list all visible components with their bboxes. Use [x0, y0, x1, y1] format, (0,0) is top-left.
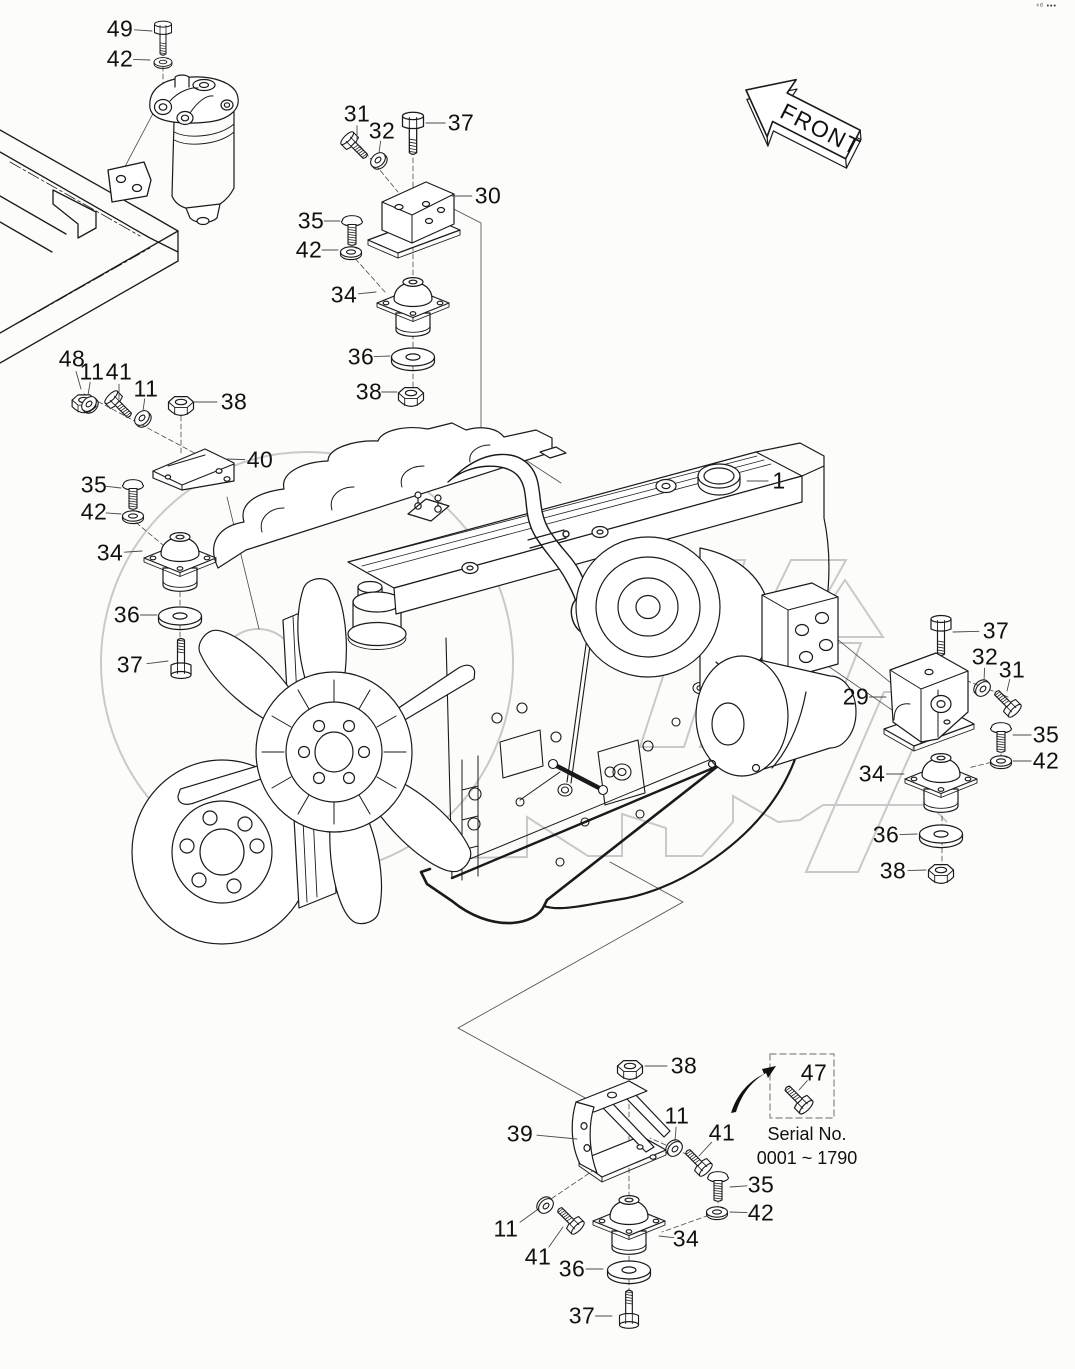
part-callout-35: 35	[297, 207, 325, 234]
nut-38-right	[927, 863, 955, 885]
part-callout-38: 38	[670, 1052, 698, 1079]
serial-note-line2: 0001 ~ 1790	[756, 1148, 858, 1169]
washer-36-right	[918, 824, 964, 849]
part-callout-36: 36	[872, 821, 900, 848]
bolt-41-bottom-right	[680, 1144, 715, 1179]
bolt-31-top	[338, 129, 373, 164]
serial-note-line1: Serial No.	[767, 1124, 847, 1144]
part-callout-42: 42	[747, 1199, 775, 1226]
part-callout-47: 47	[800, 1059, 828, 1086]
part-callout-37: 37	[116, 651, 144, 678]
front-arrow: FRONT	[745, 78, 865, 169]
mount-bracket-29	[883, 652, 975, 752]
bolt-35-bottom	[706, 1171, 730, 1202]
washer-42-filter	[153, 57, 173, 69]
bolt-41-bottom-left	[552, 1202, 587, 1237]
valve-cover	[347, 442, 830, 633]
callout-leader-lines	[75, 29, 1032, 1317]
bolt-37-left	[170, 637, 192, 680]
part-callout-32: 32	[971, 643, 999, 670]
part-callout-42: 42	[295, 236, 323, 263]
part-callout-49: 49	[106, 15, 134, 42]
washer-42-left	[121, 510, 145, 525]
bolt-37-top	[401, 111, 425, 155]
part-callout-41: 41	[524, 1243, 552, 1270]
nut-38-bottom	[616, 1059, 644, 1081]
part-callout-34: 34	[672, 1225, 700, 1252]
part-callout-40: 40	[246, 446, 274, 473]
part-callout-34: 34	[858, 760, 886, 787]
part-callout-11: 11	[79, 358, 105, 385]
washer-32-right	[970, 676, 994, 700]
part-callout-35: 35	[80, 471, 108, 498]
part-callout-38: 38	[220, 388, 248, 415]
bolt-41-left	[102, 388, 137, 423]
part-callout-41: 41	[105, 358, 133, 385]
part-callout-34: 34	[96, 539, 124, 566]
part-callout-36: 36	[558, 1255, 586, 1282]
page-corner-marks: ⁴ᵈ •••	[1036, 3, 1057, 10]
oil-pan	[419, 742, 802, 925]
serial-note: Serial No. 0001 ~ 1790	[752, 1122, 862, 1171]
part-callout-11: 11	[133, 375, 159, 402]
nut-38-top	[397, 387, 425, 407]
engine-mount-34-bottom	[592, 1194, 666, 1255]
bolt-47	[779, 1080, 816, 1117]
part-callout-35: 35	[747, 1171, 775, 1198]
part-callout-48: 48	[58, 345, 86, 372]
mount-bracket-30	[367, 181, 461, 259]
fuel-filter	[149, 74, 239, 226]
mount-bracket-40	[152, 448, 235, 491]
bolt-35-left	[121, 479, 145, 510]
chassis-frame	[0, 129, 179, 364]
part-callout-30: 30	[474, 182, 502, 209]
part-callout-11: 11	[664, 1102, 690, 1129]
bolt-31-right	[989, 685, 1024, 720]
washer-42-right	[989, 755, 1013, 770]
part-callout-42: 42	[106, 45, 134, 72]
cooling-fan	[177, 578, 476, 925]
washer-11-bottom-right	[662, 1136, 686, 1160]
bolt-49	[153, 20, 173, 56]
part-callout-29: 29	[842, 683, 870, 710]
part-callout-32: 32	[368, 117, 396, 144]
bolt-35-right	[989, 722, 1013, 753]
part-callout-36: 36	[113, 601, 141, 628]
part-callout-38: 38	[879, 857, 907, 884]
part-callout-42: 42	[1032, 747, 1060, 774]
part-callout-11: 11	[493, 1215, 519, 1242]
part-callout-37: 37	[447, 109, 475, 136]
serial-47-box	[769, 1053, 835, 1119]
part-callout-31: 31	[998, 656, 1026, 683]
flywheel-housing	[695, 582, 857, 777]
part-callout-35: 35	[1032, 721, 1060, 748]
engine-mount-34-left	[143, 531, 217, 592]
bolt-35-top	[340, 215, 364, 246]
part-callout-42: 42	[80, 498, 108, 525]
part-callout-34: 34	[330, 281, 358, 308]
washer-42-top	[339, 246, 363, 261]
part-callout-37: 37	[568, 1302, 596, 1329]
part-callout-37: 37	[982, 617, 1010, 644]
part-callout-41: 41	[708, 1119, 736, 1146]
engine-mount-34-top	[376, 277, 450, 337]
engine-assembly	[131, 422, 857, 945]
part-callout-31: 31	[343, 100, 371, 127]
engine-mount-34-right	[904, 752, 978, 813]
bolt-37-right	[930, 614, 952, 657]
part-callout-38: 38	[355, 378, 383, 405]
mount-bracket-39	[571, 1080, 671, 1183]
washer-42-bottom	[705, 1206, 729, 1221]
part-callout-1: 1	[772, 467, 786, 494]
intake-manifold	[213, 422, 567, 569]
part-callout-36: 36	[347, 343, 375, 370]
part-callout-39: 39	[506, 1120, 534, 1147]
nut-38-left	[167, 396, 195, 416]
reference-arrow	[731, 1066, 776, 1113]
bolt-37-bottom	[618, 1289, 640, 1329]
